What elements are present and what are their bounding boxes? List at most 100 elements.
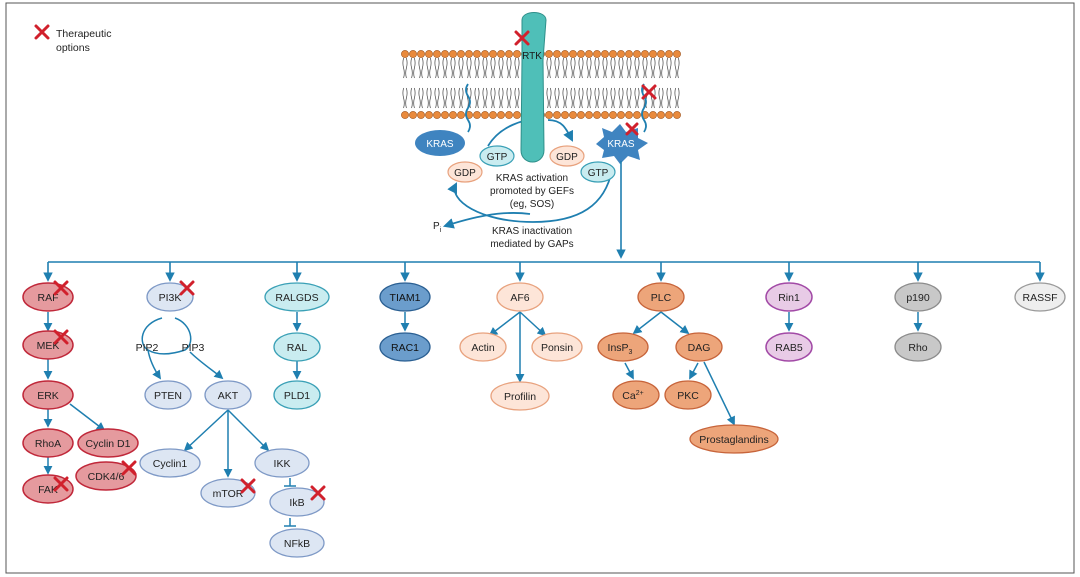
profilin-node: Profilin [490, 381, 550, 411]
inactivation-text-line1: KRAS inactivation [492, 226, 572, 237]
fak-x-mark-icon [53, 476, 69, 492]
rin1-pathway: Rin1 RAB5 [765, 282, 813, 362]
gtp-right-node: GTP [580, 161, 616, 183]
effector-distribution-arrows [43, 161, 1045, 282]
actin-node: Actin [459, 332, 507, 362]
svg-text:PLD1: PLD1 [284, 390, 310, 402]
pi-label: Pi [433, 221, 442, 234]
svg-text:PKC: PKC [677, 390, 699, 402]
pathway-connectors [43, 311, 923, 527]
svg-text:Prostaglandins: Prostaglandins [699, 434, 768, 446]
svg-text:Profilin: Profilin [504, 391, 536, 403]
raf-pathway: RAF MEK ERK RhoA Cyclin D1 CDK4/6 FAK [22, 282, 139, 504]
gdp-right-node: GDP [549, 145, 585, 167]
activation-text-line1: KRAS activation [496, 173, 568, 184]
svg-text:p190: p190 [906, 292, 930, 304]
akt-node: AKT [204, 380, 252, 410]
rassf-pathway: RASSF [1014, 282, 1066, 312]
svg-text:GTP: GTP [487, 152, 508, 163]
svg-text:PI3K: PI3K [159, 292, 182, 304]
svg-text:TIAM1: TIAM1 [390, 292, 421, 304]
anchor-x-mark-icon [641, 84, 657, 100]
gdp-left-node: GDP [447, 161, 483, 183]
kras-lipid-anchor-right [641, 83, 647, 133]
svg-text:InsP3: InsP3 [608, 342, 633, 356]
pi3k-node: PI3K [146, 282, 194, 312]
mtor-x-mark-icon [240, 478, 256, 494]
svg-text:NFkB: NFkB [284, 538, 310, 550]
cyclin1-node: Cyclin1 [139, 448, 201, 478]
svg-text:Rho: Rho [908, 342, 927, 354]
svg-text:CDK4/6: CDK4/6 [88, 471, 125, 483]
svg-text:PLC: PLC [651, 292, 672, 304]
kras-inactive-label: KRAS [426, 139, 454, 150]
raf-x-mark-icon [53, 280, 69, 296]
x-mark-icon [34, 24, 50, 40]
kras-x-mark-icon [625, 122, 639, 136]
therapeutic-marks [53, 30, 657, 501]
nfkb-node: NFkB [269, 528, 325, 558]
svg-text:RhoA: RhoA [35, 438, 61, 450]
svg-text:PTEN: PTEN [154, 390, 182, 402]
ral-node: RAL [273, 332, 321, 362]
p190-node: p190 [894, 282, 942, 312]
svg-text:RAB5: RAB5 [775, 342, 803, 354]
svg-text:FAK: FAK [38, 484, 58, 496]
svg-text:RAC1: RAC1 [391, 342, 419, 354]
p190-pathway: p190 Rho [894, 282, 942, 362]
raf-node: RAF [22, 282, 74, 312]
svg-text:IKK: IKK [274, 458, 291, 470]
svg-text:AF6: AF6 [510, 292, 529, 304]
pi-release-arrow [442, 212, 531, 229]
erk-node: ERK [22, 380, 74, 410]
rho-node: Rho [894, 332, 942, 362]
pld1-node: PLD1 [273, 380, 321, 410]
svg-text:ERK: ERK [37, 390, 59, 402]
activation-text-line2: promoted by GEFs [490, 186, 574, 197]
ikk-node: IKK [254, 448, 310, 478]
kras-active-label: KRAS [607, 139, 635, 150]
kras-inactive [415, 130, 465, 156]
ca2-node: Ca2+ [612, 380, 660, 410]
activation-arc-right [547, 119, 573, 142]
svg-text:DAG: DAG [688, 342, 711, 354]
svg-text:AKT: AKT [218, 390, 239, 402]
legend-label-line2: options [56, 42, 90, 54]
inactivation-arc [447, 169, 613, 223]
pkc-node: PKC [664, 380, 712, 410]
pten-node: PTEN [144, 380, 192, 410]
svg-text:RAL: RAL [287, 342, 308, 354]
ralgds-pathway: RALGDS RAL PLD1 [264, 282, 330, 410]
tiam1-pathway: TIAM1 RAC1 [379, 282, 431, 362]
rac1-node: RAC1 [379, 332, 431, 362]
dag-node: DAG [675, 332, 723, 362]
rab5-node: RAB5 [765, 332, 813, 362]
svg-text:Ponsin: Ponsin [541, 342, 573, 354]
legend: Therapeutic options [34, 24, 111, 54]
svg-text:GDP: GDP [454, 168, 476, 179]
svg-text:Ca2+: Ca2+ [622, 390, 643, 402]
plc-pathway: PLC InsP3 DAG Ca2+ PKC Prostaglandins [597, 282, 779, 454]
plc-node: PLC [637, 282, 685, 312]
cdk46-node: CDK4/6 [75, 461, 137, 491]
gtp-left-node: GTP [479, 145, 515, 167]
pip2-label: PIP2 [136, 342, 159, 354]
svg-text:RALGDS: RALGDS [275, 292, 318, 304]
mek-node: MEK [22, 330, 74, 360]
svg-text:Actin: Actin [471, 342, 495, 354]
kras-lipid-anchor-left [465, 83, 471, 133]
af6-node: AF6 [496, 282, 544, 312]
ikb-node: IkB [269, 487, 325, 517]
rassf-node: RASSF [1014, 282, 1066, 312]
rin1-node: Rin1 [765, 282, 813, 312]
rtk-label: RTK [522, 51, 542, 62]
svg-text:IkB: IkB [289, 497, 304, 509]
rtk-receptor [520, 12, 547, 163]
pip3-label: PIP3 [182, 342, 205, 354]
tiam1-node: TIAM1 [379, 282, 431, 312]
svg-text:mTOR: mTOR [213, 488, 244, 500]
rhoa-node: RhoA [22, 428, 74, 458]
svg-text:Cyclin D1: Cyclin D1 [86, 438, 131, 450]
cdk46-x-mark-icon [121, 460, 137, 476]
